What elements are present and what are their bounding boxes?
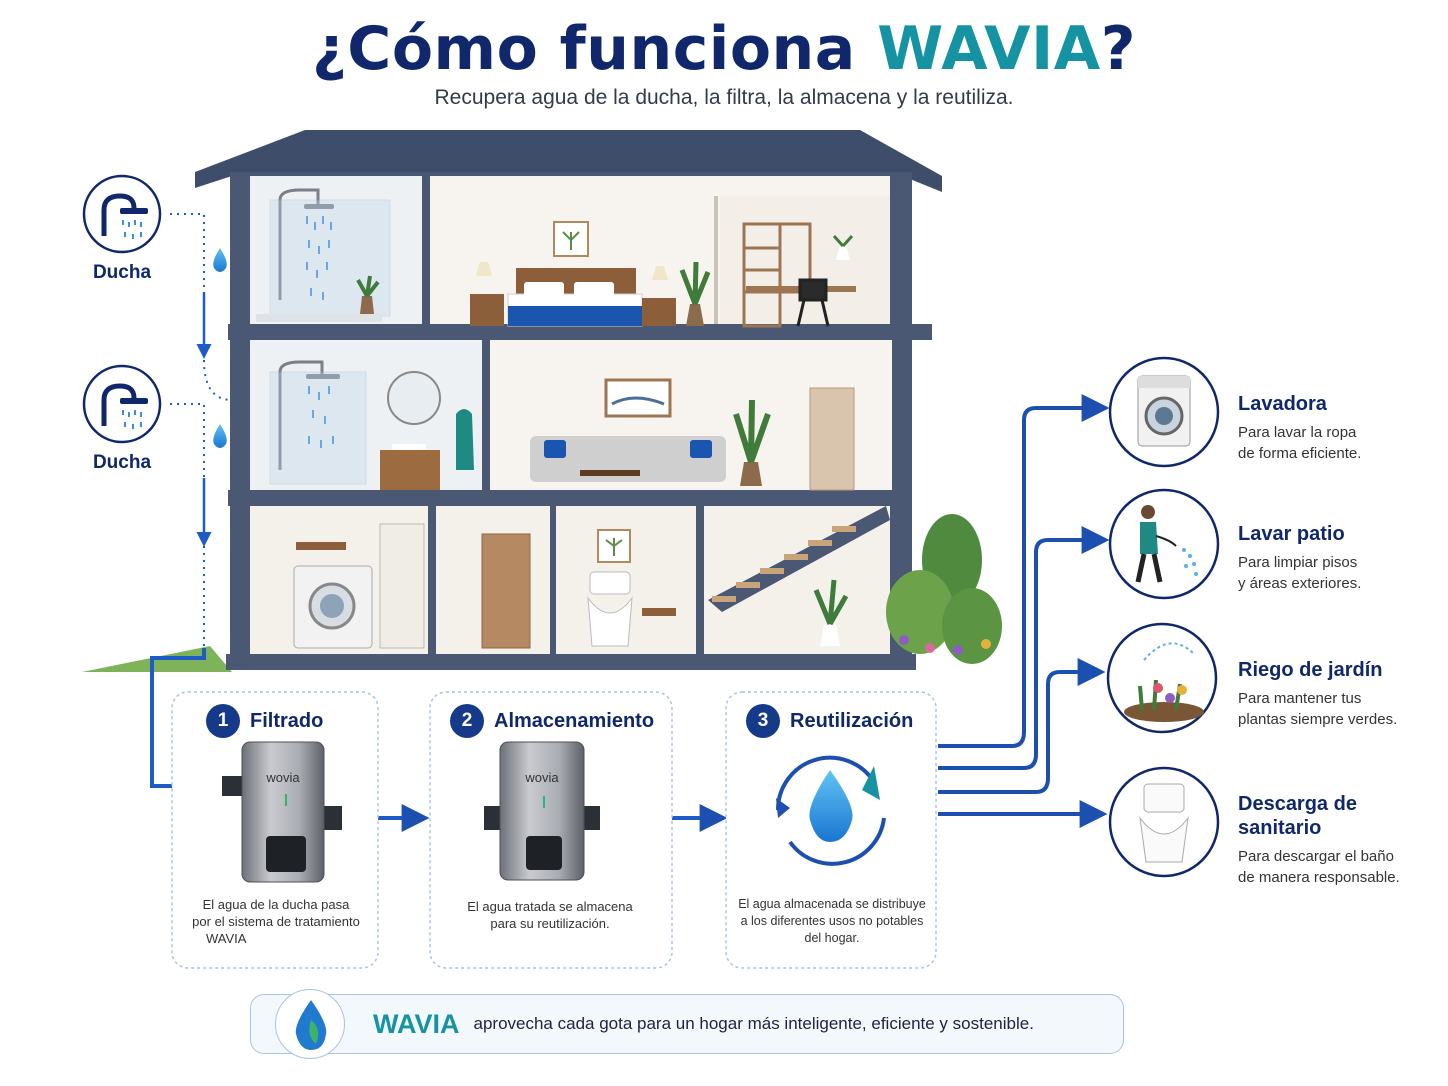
footer-banner: WAVIA aprovecha cada gota para un hogar … (250, 989, 1124, 1059)
source-label-ducha-2: Ducha (92, 452, 152, 473)
use-icon-patio-hose (1108, 488, 1220, 600)
title-brand: WAVIA (877, 14, 1101, 84)
shower-icon (101, 383, 137, 426)
use-icon-garden-irrigation (1106, 622, 1218, 734)
step-number-3: 3 (746, 704, 780, 738)
distribution-pipes (938, 394, 1110, 828)
wavia-logo-icon (275, 989, 345, 1059)
ground-floor-furniture (293, 506, 890, 649)
water-drop-icon (213, 424, 227, 448)
page-title: ¿Cómo funciona WAVIA? (311, 14, 1137, 84)
footer-message: aprovecha cada gota para un hogar más in… (473, 1014, 1034, 1033)
water-drop-icon (213, 248, 227, 272)
house-roof (195, 130, 942, 192)
use-icon-washing-machine (1108, 356, 1220, 468)
page-subtitle: Recupera agua de la ducha, la filtra, la… (434, 86, 1014, 109)
step-number-1: 1 (206, 704, 240, 738)
house-cutaway (82, 130, 1002, 672)
shower-icon (101, 193, 137, 236)
step-title-1: Filtrado (250, 709, 324, 732)
use-title: Lavadora (1238, 393, 1327, 415)
middle-bathroom-room (250, 340, 482, 490)
use-title: Lavar patio (1238, 523, 1345, 545)
shower-dotted-lines (170, 213, 233, 648)
source-shower-2 (82, 364, 162, 444)
step-heading-2: 2 Almacenamiento (450, 704, 654, 738)
step-title-2: Almacenamiento (494, 709, 655, 732)
source-shower-1 (82, 174, 162, 254)
step-heading-3: 3 Reutilización (746, 704, 913, 738)
use-title: Riego de jardín (1238, 659, 1383, 681)
step-heading-1: 1 Filtrado (206, 704, 323, 738)
bedroom-furniture (470, 221, 856, 328)
reuse-cycle-icon (775, 755, 886, 866)
filter-unit-device (222, 741, 342, 883)
top-shower-fixture (256, 188, 391, 322)
filter-unit-brand: wovia (266, 770, 300, 785)
storage-unit-device (484, 741, 600, 881)
use-icon-toilet (1108, 766, 1220, 878)
source-label-ducha-1: Ducha (92, 262, 152, 283)
step-title-3: Reutilización (790, 709, 914, 732)
garden-bushes (886, 514, 1002, 664)
footer-brand: WAVIA (373, 1008, 460, 1039)
middle-shower-fixture (269, 360, 474, 490)
storage-unit-brand: wovia (525, 770, 559, 785)
living-room-furniture (530, 378, 855, 491)
step-number-2: 2 (450, 704, 484, 738)
